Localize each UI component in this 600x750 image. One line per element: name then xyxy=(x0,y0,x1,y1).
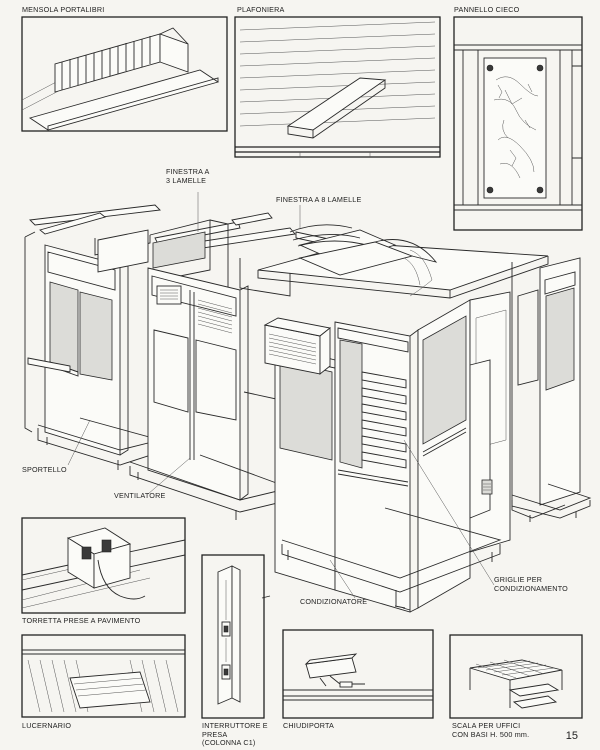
label-interruttore-line3: (COLONNA C1) xyxy=(202,738,256,747)
page-number: 15 xyxy=(565,730,578,742)
label-scala-line1: SCALA PER UFFICI xyxy=(452,721,521,730)
inset-interruttore xyxy=(201,554,265,719)
label-pannello-cieco: PANNELLO CIECO xyxy=(454,5,520,14)
label-finestra-3-line1: FINESTRA A xyxy=(166,167,210,176)
label-finestra-8-lamelle: FINESTRA A 8 LAMELLE xyxy=(276,195,362,204)
inset-lucernario xyxy=(21,634,186,718)
left-cabin xyxy=(27,219,229,470)
main-exploded-assembly xyxy=(24,192,592,613)
label-condizionatore: CONDIZIONATORE xyxy=(300,597,368,606)
label-scala-uffici: SCALA PER UFFICI CON BASI H. 500 mm. xyxy=(452,721,530,739)
label-lucernario: LUCERNARIO xyxy=(22,721,72,730)
label-sportello: SPORTELLO xyxy=(22,465,67,474)
label-finestra-3-line2: 3 LAMELLE xyxy=(166,175,207,185)
inset-pannello-cieco xyxy=(453,16,583,231)
label-ventilatore: VENTILATORE xyxy=(114,491,166,500)
label-interruttore-line2: PRESA xyxy=(202,729,228,739)
inset-torretta xyxy=(21,517,186,614)
label-griglie-line2: CONDIZIONAMENTO xyxy=(494,583,568,593)
front-cabin xyxy=(257,224,549,613)
inset-scala xyxy=(449,634,583,719)
books-row xyxy=(54,27,189,93)
label-griglie-line1: GRIGLIE PER xyxy=(494,575,543,584)
right-cabin xyxy=(511,257,592,522)
label-chiudiporta: CHIUDIPORTA xyxy=(283,721,335,730)
label-interruttore-presa: INTERRUTTORE E PRESA (COLONNA C1) xyxy=(202,721,268,748)
label-interruttore-line1: INTERRUTTORE E xyxy=(202,721,268,730)
conditioning-grilles xyxy=(361,371,407,469)
label-griglie-condizionamento: GRIGLIE PER CONDIZIONAMENTO xyxy=(494,575,568,593)
label-scala-line2: CON BASI H. 500 mm. xyxy=(452,729,530,739)
label-mensola-portalibri: MENSOLA PORTALIBRI xyxy=(22,5,105,14)
inset-chiudiporta xyxy=(282,629,434,719)
label-plafoniera: PLAFONIERA xyxy=(237,5,285,14)
middle-cabin xyxy=(129,258,292,520)
label-finestra-3-lamelle: FINESTRA A 3 LAMELLE xyxy=(166,167,210,185)
inset-plafoniera xyxy=(234,16,441,158)
inset-mensola-portalibri xyxy=(21,16,228,132)
label-torretta-prese: TORRETTA PRESE A PAVIMENTO xyxy=(22,616,141,625)
